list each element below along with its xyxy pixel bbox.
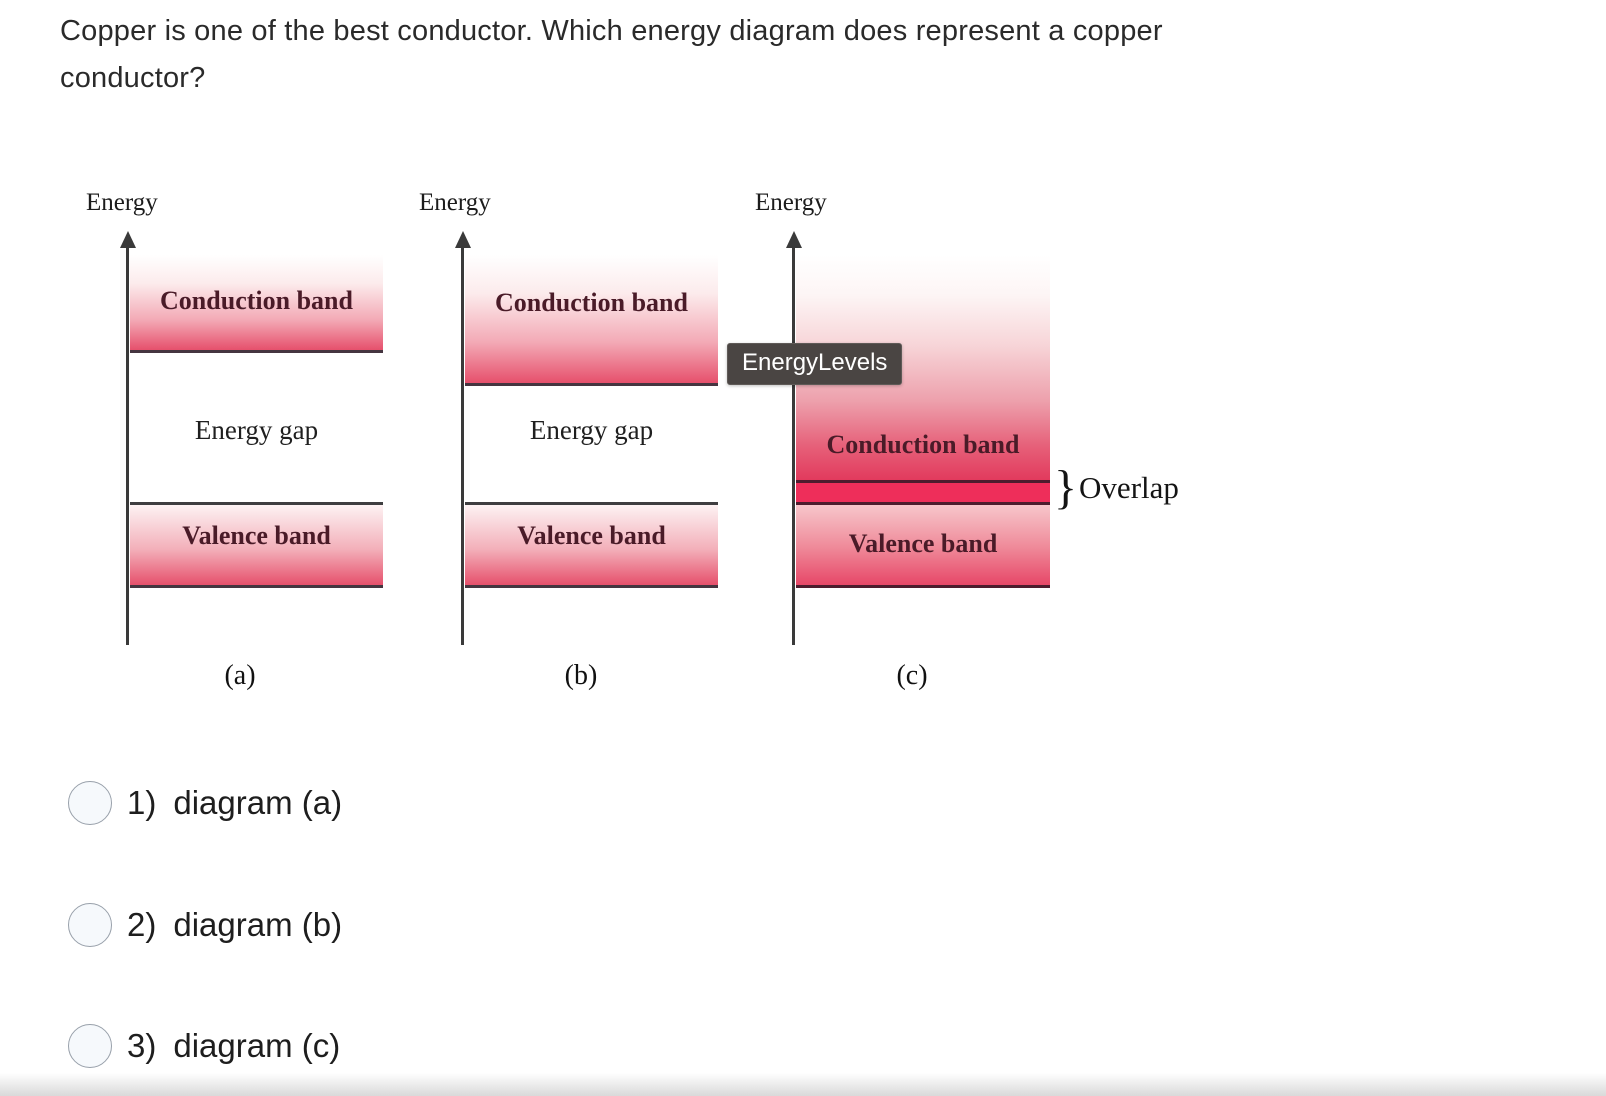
axis-arrow-icon-c — [786, 231, 802, 248]
overlap-label: Overlap — [1079, 470, 1179, 505]
conduction-band-label-a: Conduction band — [160, 286, 353, 315]
option-1-number: 1) — [127, 784, 157, 821]
conduction-band-label-c: Conduction band — [826, 430, 1020, 459]
diagram-caption-b: (b) — [564, 660, 598, 691]
conduction-band-label-b: Conduction band — [495, 288, 688, 317]
overlap-annotation: }Overlap — [1054, 464, 1179, 512]
option-1-label[interactable]: 1) diagram (a) — [127, 782, 342, 824]
diagram-caption-a: (a) — [224, 660, 256, 691]
bottom-divider — [0, 1073, 1606, 1096]
option-1-text: diagram (a) — [173, 784, 343, 821]
overlap-band-c — [796, 483, 1050, 505]
option-3-label[interactable]: 3) diagram (c) — [127, 1025, 340, 1067]
valence-band-label-b: Valence band — [517, 521, 666, 550]
energy-gap-label-b: Energy gap — [529, 415, 654, 445]
energy-gap-label-a: Energy gap — [194, 415, 319, 445]
energy-axis-a — [126, 246, 129, 645]
conduction-band-b — [465, 255, 718, 386]
valence-band-c — [796, 505, 1050, 588]
overlap-brace: } — [1054, 461, 1078, 514]
energy-axis-label-b: Energy — [419, 189, 491, 216]
option-2-number: 2) — [127, 906, 157, 943]
energy-axis-b — [461, 246, 464, 645]
energy-axis-label-a: Energy — [86, 189, 158, 216]
radio-option-3[interactable] — [68, 1024, 112, 1068]
energy-axis-label-c: Energy — [755, 189, 827, 216]
radio-option-1[interactable] — [68, 781, 112, 825]
energy-levels-tooltip: EnergyLevels — [727, 343, 903, 385]
energy-axis-c — [792, 246, 795, 645]
valence-band-a — [130, 502, 383, 588]
conduction-band-a — [130, 255, 383, 353]
option-2-label[interactable]: 2) diagram (b) — [127, 904, 342, 946]
option-2-text: diagram (b) — [173, 906, 343, 943]
option-3-text: diagram (c) — [173, 1027, 341, 1064]
valence-band-label-a: Valence band — [182, 521, 331, 550]
diagram-caption-c: (c) — [896, 660, 928, 691]
valence-band-b — [465, 502, 718, 588]
axis-arrow-icon-b — [455, 231, 471, 248]
question-text: Copper is one of the best conductor. Whi… — [60, 15, 1163, 94]
radio-option-2[interactable] — [68, 903, 112, 947]
valence-band-label-c: Valence band — [848, 529, 998, 558]
axis-arrow-icon-a — [120, 231, 136, 248]
option-3-number: 3) — [127, 1027, 157, 1064]
